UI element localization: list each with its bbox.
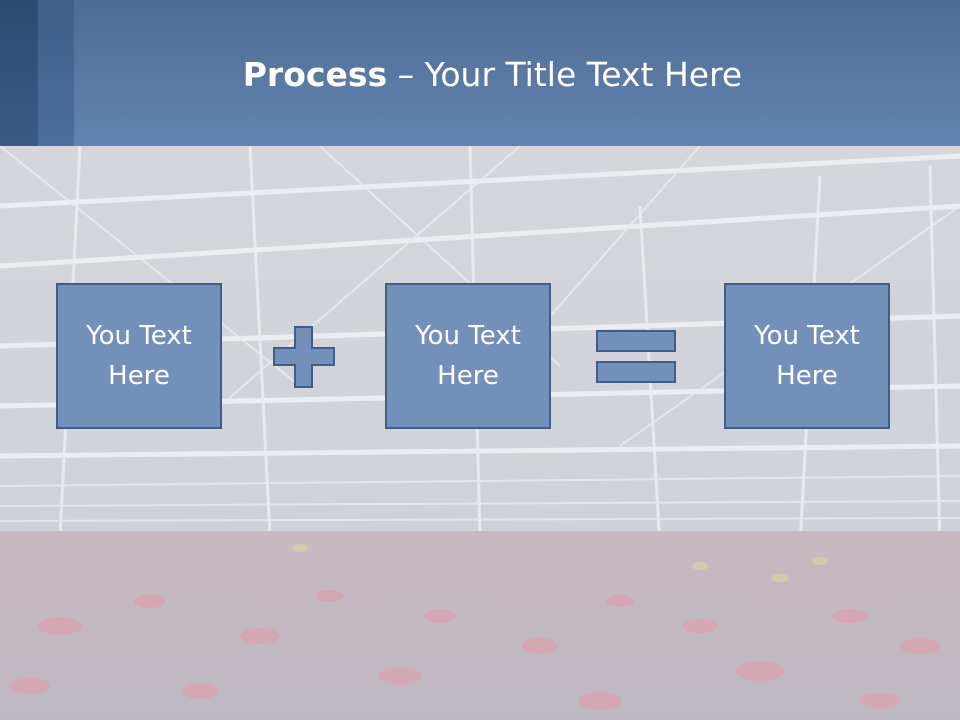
title-bar: Process – Your Title Text Here <box>0 0 960 146</box>
equals-icon-bottom-bar <box>596 361 676 383</box>
process-box-2-line2: Here <box>437 361 499 391</box>
process-box-3-line2: Here <box>776 361 838 391</box>
title-bar-accent-mid <box>38 0 74 146</box>
plus-icon[interactable] <box>273 326 335 388</box>
equals-icon[interactable] <box>596 330 676 384</box>
process-box-3-line1: You Text <box>754 321 860 351</box>
process-box-1-line2: Here <box>108 361 170 391</box>
process-box-1-line1: You Text <box>86 321 192 351</box>
background-greenhouse-image <box>0 146 960 720</box>
slide-title[interactable]: Process – Your Title Text Here <box>0 52 960 98</box>
equals-icon-top-bar <box>596 330 676 352</box>
process-box-2-line1: You Text <box>415 321 521 351</box>
slide-title-bold: Process <box>242 55 388 94</box>
title-bar-accent-dark <box>0 0 38 146</box>
slide-title-rest: – Your Title Text Here <box>387 55 743 94</box>
